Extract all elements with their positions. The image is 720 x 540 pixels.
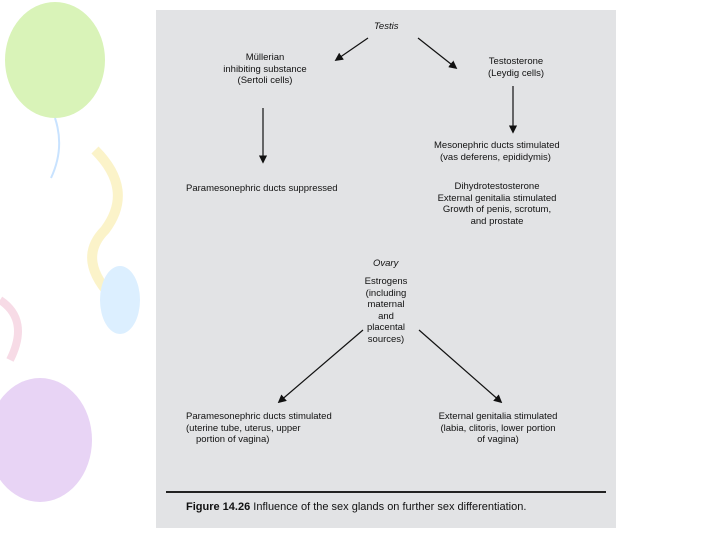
diagram-arrows [258, 37, 518, 404]
testis-label: Testis [374, 21, 399, 32]
dht-label: Dihydrotestosterone External genitalia s… [422, 181, 572, 227]
ovary-label: Ovary [373, 258, 399, 269]
mesonephric-line-1: Mesonephric ducts stimulated [434, 140, 560, 151]
dht-line-2: External genitalia stimulated [437, 192, 557, 204]
ribbon-pink-shape [0, 296, 22, 362]
mesonephric-label: Mesonephric ducts stimulated (vas defere… [434, 140, 560, 163]
estrogens-line-1: Estrogens [364, 276, 408, 287]
mis-line-3: (Sertoli cells) [237, 75, 293, 86]
dht-line-3: Growth of penis, scrotum, [442, 204, 552, 215]
arrow-estrogens-to-left [277, 329, 364, 404]
caption-rule [166, 491, 606, 493]
figure-number: Figure 14.26 [186, 501, 251, 513]
arrow-testis-to-testosterone [417, 37, 458, 70]
balloon-string-shape [50, 117, 61, 179]
dht-line-1: Dihydrotestosterone [454, 181, 540, 192]
paramesonephric-suppressed-label: Paramesonephric ducts suppressed [186, 183, 338, 194]
paramesonephric-stimulated-line-2: (uterine tube, uterus, upper [186, 422, 301, 434]
balloon-blue-shape [100, 266, 140, 334]
estrogens-line-6: sources) [367, 333, 405, 345]
estrogens-line-2: (including [365, 287, 407, 299]
testosterone-label: Testosterone (Leydig cells) [466, 56, 566, 79]
mis-line-2: inhibiting substance [223, 63, 307, 75]
paramesonephric-stimulated-label: Paramesonephric ducts stimulated (uterin… [186, 411, 332, 446]
external-genitalia-female-line-1: External genitalia stimulated [438, 411, 558, 422]
mis-label: Müllerian inhibiting substance (Sertoli … [210, 52, 320, 87]
figure-caption-text: Influence of the sex glands on further s… [253, 501, 527, 513]
external-genitalia-female-line-2: (labia, clitoris, lower portion [440, 422, 556, 434]
external-genitalia-female-label: External genitalia stimulated (labia, cl… [418, 411, 578, 446]
balloon-purple-shape [0, 378, 92, 502]
balloon-green-shape [5, 2, 105, 118]
arrow-estrogens-to-right [418, 329, 503, 404]
arrow-testis-to-mis [334, 37, 369, 61]
estrogens-line-4: and [378, 310, 394, 322]
textbook-figure-scan: Testis Müllerian inhibiting substance (S… [156, 10, 616, 528]
mesonephric-line-2: (vas deferens, epididymis) [440, 151, 551, 163]
paramesonephric-stimulated-line-1: Paramesonephric ducts stimulated [186, 411, 332, 422]
testosterone-line-1: Testosterone [488, 56, 544, 67]
dht-line-4: and prostate [470, 215, 524, 227]
testosterone-line-2: (Leydig cells) [488, 67, 544, 79]
estrogens-line-3: maternal [367, 299, 405, 310]
ribbon-yellow-shape [87, 146, 123, 304]
figure-caption: Figure 14.26 Influence of the sex glands… [186, 501, 526, 513]
estrogens-line-5: placental [366, 322, 406, 333]
external-genitalia-female-line-3: of vagina) [477, 434, 519, 445]
estrogens-label: Estrogens (including maternal and placen… [346, 276, 426, 345]
paramesonephric-stimulated-line-3: portion of vagina) [196, 434, 270, 445]
mis-line-1: Müllerian [245, 52, 285, 63]
